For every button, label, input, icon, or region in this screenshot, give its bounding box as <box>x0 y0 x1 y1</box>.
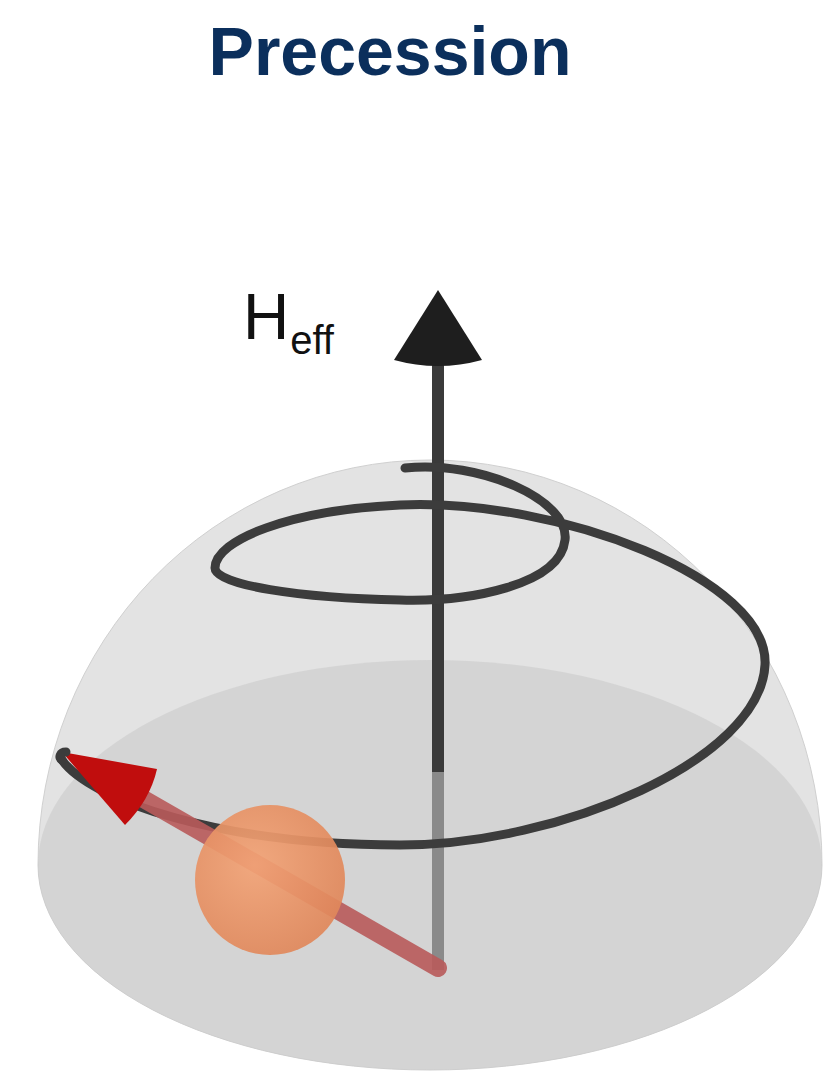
field-subscript: eff <box>290 318 334 363</box>
hemisphere-base <box>38 660 822 1070</box>
diagram-title: Precession <box>209 12 572 90</box>
axis-shaft <box>432 350 444 772</box>
precession-spiral <box>62 467 765 845</box>
axis-lower <box>432 770 444 970</box>
moment-shaft <box>140 797 438 968</box>
spiral-end <box>60 752 66 760</box>
spin-ball <box>195 805 345 955</box>
axis-arrowhead <box>394 290 482 366</box>
hemisphere <box>38 460 822 1070</box>
field-label: H <box>243 280 289 354</box>
moment-arrowhead <box>62 752 157 825</box>
